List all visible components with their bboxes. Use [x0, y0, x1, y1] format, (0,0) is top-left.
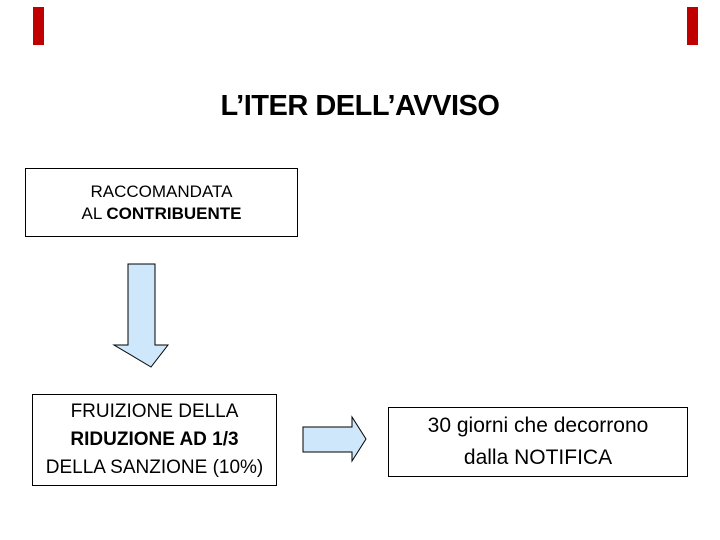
box-fruizione-line3: DELLA SANZIONE (10%) — [45, 457, 264, 478]
box-raccomandata-line1: RACCOMANDATA — [90, 181, 233, 201]
red-accent-bar-left — [33, 7, 44, 45]
slide-title: L’ITER DELL’AVVISO — [220, 90, 500, 122]
box-raccomandata-line2: AL CONTRIBUENTE — [82, 203, 242, 225]
down-arrow-icon — [112, 263, 170, 368]
box-giorni-line1: 30 giorni che decorrono — [427, 414, 649, 437]
right-arrow-icon — [302, 415, 367, 463]
box-raccomandata-line2-regular: AL — [81, 203, 107, 223]
red-accent-bar-right — [687, 7, 698, 45]
box-giorni: 30 giorni che decorrono dalla NOTIFICA — [388, 407, 688, 477]
box-raccomandata: RACCOMANDATA AL CONTRIBUENTE — [25, 168, 298, 237]
box-fruizione: FRUIZIONE DELLA RIDUZIONE AD 1/3 DELLA S… — [32, 394, 277, 486]
box-fruizione-line2: RIDUZIONE AD 1/3 — [70, 429, 239, 450]
box-giorni-line2: dalla NOTIFICA — [463, 446, 613, 469]
box-raccomandata-line2-bold: CONTRIBUENTE — [106, 203, 242, 223]
box-fruizione-line1: FRUIZIONE DELLA — [70, 401, 239, 422]
right-arrow-shape — [302, 415, 367, 463]
down-arrow-shape — [112, 263, 170, 368]
